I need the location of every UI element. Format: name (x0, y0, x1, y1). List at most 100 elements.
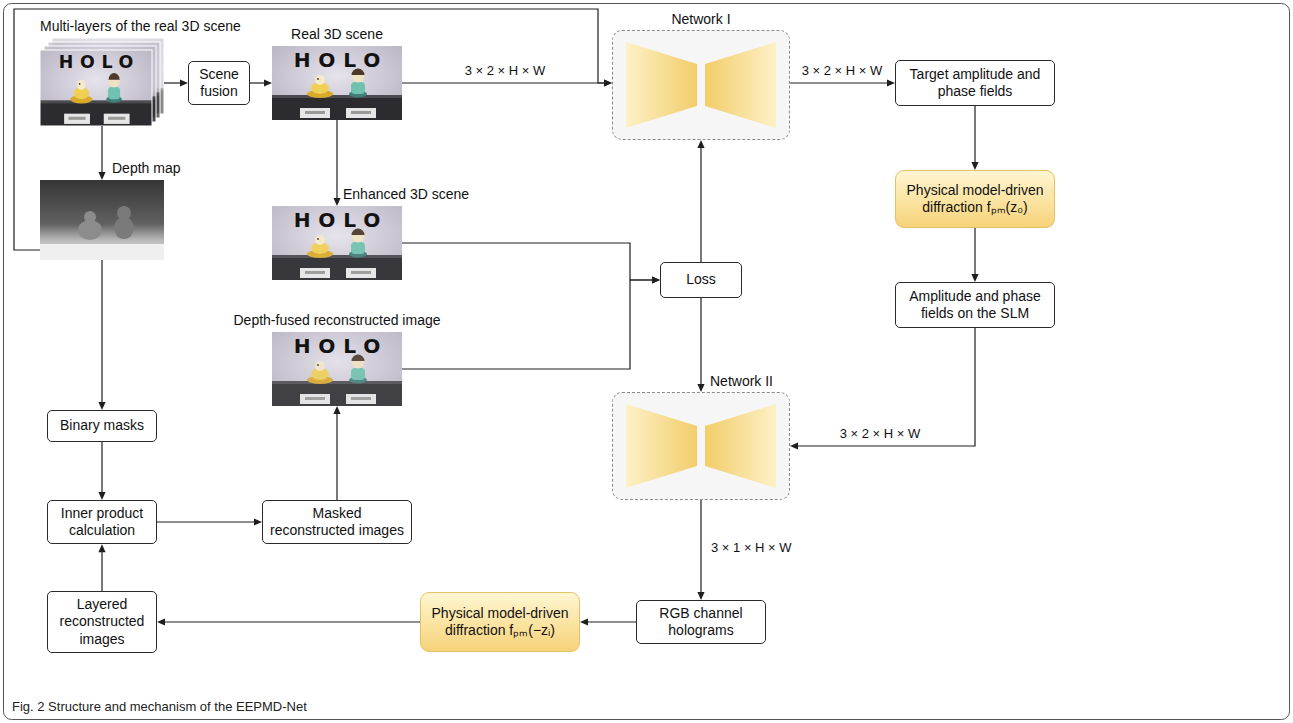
box-text: RGB channel holograms (643, 605, 759, 639)
arrowhead (652, 276, 660, 283)
connector (402, 243, 660, 284)
arrowhead (790, 442, 798, 449)
enhanced-photo (272, 206, 402, 280)
node-heading: Network II (710, 373, 773, 390)
connector-line (700, 298, 701, 386)
connector (157, 618, 420, 625)
connector (164, 79, 188, 86)
connector-line (700, 146, 701, 262)
connector (790, 79, 895, 86)
depth-map-image-part (114, 217, 134, 239)
network-shape-part (613, 393, 789, 499)
connector-line (974, 106, 975, 164)
connector (333, 120, 340, 206)
arrowhead (697, 592, 704, 600)
connector-line (336, 120, 337, 200)
box-text: Physical model-driven diffraction fₚₘ(z₀… (902, 182, 1048, 216)
network-box: Network II (612, 392, 790, 500)
fused-photo (272, 332, 402, 406)
connector-line (157, 521, 256, 522)
scene-photo-part (272, 46, 402, 120)
diffraction-box: Physical model-driven diffraction fₚₘ(−z… (420, 592, 580, 652)
network-shape-part (705, 42, 776, 128)
connector-line (101, 260, 102, 404)
process-box: Target amplitude and phase fields (895, 60, 1055, 106)
dimension-label: 3 × 2 × H × W (463, 63, 548, 79)
arrowhead (697, 140, 704, 148)
connector-line (700, 500, 701, 594)
connector-line (402, 82, 606, 83)
node-heading: Enhanced 3D scene (343, 186, 469, 203)
process-box: Layered reconstructed images (47, 591, 157, 652)
box-text: Inner product calculation (54, 505, 150, 539)
connector (98, 544, 105, 591)
figure-frame (4, 4, 1290, 720)
node-heading: Depth-fused reconstructed image (234, 312, 441, 329)
connector-line (101, 126, 102, 174)
process-box: Scene fusion (188, 61, 250, 105)
connector (971, 106, 978, 170)
arrowhead (580, 618, 588, 625)
connector-line (796, 328, 975, 446)
node-heading: Network I (671, 11, 730, 28)
arrowhead (98, 172, 105, 180)
scene-lettering: HOLO (286, 210, 388, 230)
layer-stack (40, 38, 164, 126)
connector (98, 126, 105, 180)
arrowhead (887, 79, 895, 86)
connector-line (101, 442, 102, 494)
connector-line (164, 82, 182, 83)
connector (580, 618, 636, 625)
dimension-label: 3 × 2 × H × W (800, 63, 885, 79)
depth-map-image (40, 180, 164, 260)
connector-line (336, 412, 337, 500)
scene-lettering: HOLO (286, 336, 388, 356)
arrowhead (604, 79, 612, 86)
enhanced-photo-part (272, 206, 402, 280)
dimension-label: 3 × 1 × H × W (709, 540, 794, 556)
connector-line (250, 82, 266, 83)
arrowhead (157, 618, 165, 625)
connector (697, 500, 704, 600)
box-text: Binary masks (60, 417, 144, 434)
node-heading: Depth map (112, 160, 180, 177)
connector (333, 406, 340, 500)
arrowhead (971, 274, 978, 282)
connector-line (790, 82, 889, 83)
connector-line (402, 243, 654, 280)
connector (971, 228, 978, 282)
connector (697, 298, 704, 392)
network-shape-part (613, 31, 789, 139)
arrowhead (333, 198, 340, 206)
arrowhead (604, 79, 612, 86)
depth-map-image-part (117, 206, 131, 220)
network-shape-part (626, 404, 697, 488)
box-text: Target amplitude and phase fields (902, 66, 1048, 100)
arrowhead (697, 384, 704, 392)
image-panel: Multi-layers of the real 3D scene (40, 38, 164, 126)
connector (98, 442, 105, 500)
arrowhead (98, 492, 105, 500)
network-shape (613, 393, 789, 499)
connector (790, 328, 975, 450)
connector (402, 79, 612, 86)
depth-map-image-part (84, 211, 96, 223)
arrowhead (264, 79, 272, 86)
arrowhead (98, 544, 105, 552)
diffraction-box: Physical model-driven diffraction fₚₘ(z₀… (895, 170, 1055, 228)
box-text: Scene fusion (195, 66, 243, 100)
node-heading: Real 3D scene (291, 26, 383, 43)
network-shape-part (626, 42, 697, 128)
node-heading: Multi-layers of the real 3D scene (40, 18, 241, 35)
depth-map-image-part (40, 180, 164, 260)
connector (250, 79, 272, 86)
process-box: Inner product calculation (47, 500, 157, 544)
arrowhead (180, 79, 188, 86)
dimension-label: 3 × 2 × H × W (838, 426, 923, 442)
connector (98, 260, 105, 410)
depth-map-image-part (40, 244, 164, 260)
layer-stack-part (40, 50, 152, 126)
connector (157, 518, 262, 525)
network-box: Network I (612, 30, 790, 140)
